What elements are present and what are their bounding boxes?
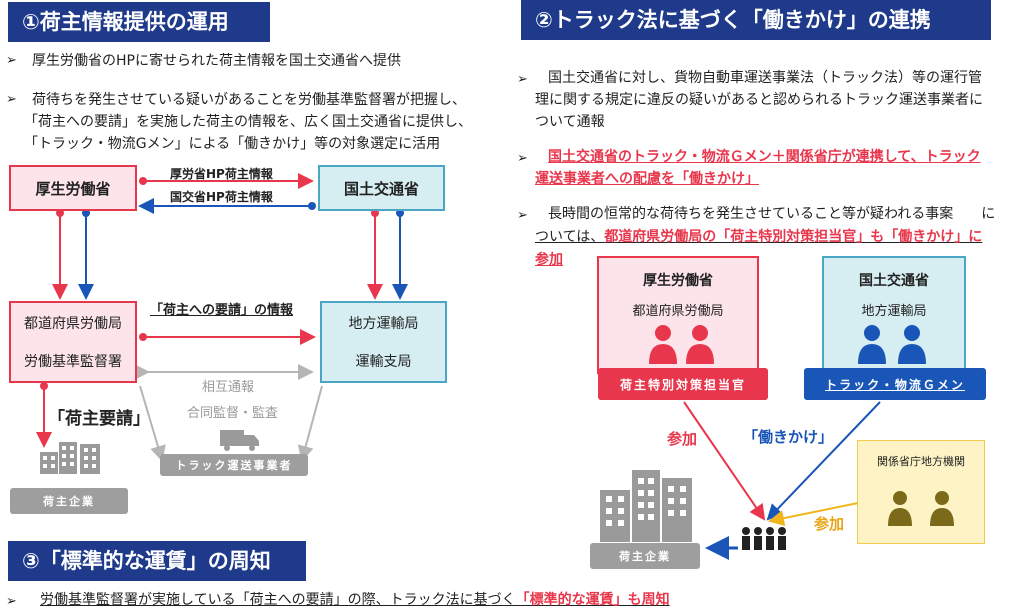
section1-bullet1: 厚生労働省のHPに寄せられた荷主情報を国土交通省へ提供 <box>32 53 401 69</box>
section1-bullet2-line2: 「荷主への要請」を実施した荷主の情報を、広く国土交通省に提供し、 <box>24 114 472 130</box>
tag-trucking-operator: トラック運送事業者 <box>160 454 308 476</box>
bullet-marker: ➢ <box>6 594 17 609</box>
tag-shipper-officer: 荷主特別対策担当官 <box>598 368 768 400</box>
box-mhlw-2: 厚生労働省 都道府県労働局 <box>597 256 759 374</box>
label-mlit-hp-info: 国交省HP荷主情報 <box>170 190 273 204</box>
label-mlit-2: 国土交通省 <box>859 273 929 289</box>
section2-bullet3-line2: ついては、都道府県労働局の「荷主特別対策担当官」も「働きかけ」に <box>535 226 982 248</box>
box-regional-transport: 地方運輸局 運輸支局 <box>320 301 447 383</box>
bullet-marker: ➢ <box>517 151 528 166</box>
label-pref-labor-2: 都道府県労働局 <box>632 304 724 319</box>
section2-bullet2-line1: 国土交通省のトラック・物流Ｇメン＋関係省庁が連携して、トラック <box>548 149 981 165</box>
box-related-agencies: 関係省庁地方機関 <box>857 440 985 544</box>
section1-bullet2-line1: 荷待ちを発生させている疑いがあることを労働基準監督署が把握し、 <box>32 92 466 108</box>
box-prefectural-labor: 都道府県労働局 労働基準監督署 <box>9 301 137 383</box>
label-related-agencies: 関係省庁地方機関 <box>877 455 965 468</box>
section2-bullet1-line2: 理に関する規定に違反の疑いがあると認められるトラック運送事業者に <box>535 92 983 108</box>
tag-g-men: トラック・物流Ｇメン <box>804 368 986 400</box>
bullet-marker: ➢ <box>6 92 17 107</box>
box-mhlw: 厚生労働省 <box>9 165 137 211</box>
section2-header: ②トラック法に基づく「働きかけ」の連携 <box>521 0 991 40</box>
section2-bullet3-line1: 長時間の恒常的な荷待ちを発生させていること等が疑われる事案 に <box>548 206 996 222</box>
label-regional-transport-2: 地方運輸局 <box>861 304 927 319</box>
label-pref-labor-bureau: 都道府県労働局 <box>24 316 122 332</box>
label-mutual-report: 相互通報 <box>202 380 255 395</box>
section2-bullet3-red: 都道府県労働局の「荷主特別対策担当官」も「働きかけ」に <box>604 229 983 245</box>
tag-shipper-company: 荷主企業 <box>10 488 128 514</box>
section2-bullet1-line1: 国土交通省に対し、貨物自動車運送事業法（トラック法）等の運行管 <box>548 70 982 86</box>
label-mhlw-hp-info: 厚労省HP荷主情報 <box>170 167 273 181</box>
label-labor-standards-office: 労働基準監督署 <box>24 354 122 370</box>
section3-bullet-red: 「標準的な運賃」も周知 <box>515 592 670 608</box>
section3-bullet: 労働基準監督署が実施している「荷主への要請」の際、トラック法に基づく「標準的な運… <box>40 589 670 611</box>
label-regional-transport-bureau: 地方運輸局 <box>348 316 419 332</box>
label-hatarakikake: 「働きかけ」 <box>743 428 834 446</box>
bullet-marker: ➢ <box>517 72 528 87</box>
box-mlit-2: 国土交通省 地方運輸局 <box>822 256 966 374</box>
bullet-marker: ➢ <box>6 53 17 68</box>
section2-bullet3-plain: ついては、 <box>535 229 605 245</box>
box-mlit: 国土交通省 <box>318 165 445 211</box>
label-request-info: 「荷主への要請」の情報 <box>150 303 294 318</box>
red-person-icon <box>649 325 714 364</box>
section2-bullet2-line2: 運送事業者への配慮を「働きかけ」 <box>535 171 759 187</box>
bullet-marker: ➢ <box>517 208 528 223</box>
label-mhlw-2: 厚生労働省 <box>643 273 713 289</box>
section2-bullet1-line3: ついて通報 <box>535 114 605 130</box>
section2-bullet3-line3: 参加 <box>535 252 563 268</box>
section3-header: ③「標準的な運賃」の周知 <box>8 541 306 581</box>
section1-bullet2-line3: 「トラック・物流Gメン」による「働きかけ」等の対象選定に活用 <box>24 136 441 152</box>
blue-person-icon <box>858 325 926 364</box>
label-shipper-request: 「荷主要請」 <box>48 409 150 429</box>
tag-shipper-company-2: 荷主企業 <box>590 543 700 569</box>
label-joint-inspection: 合同監督・監査 <box>187 406 279 421</box>
label-participate-left: 参加 <box>667 430 698 448</box>
section1-header: ①荷主情報提供の運用 <box>8 2 270 42</box>
label-participate-right: 参加 <box>814 515 845 533</box>
label-transport-branch: 運輸支局 <box>355 354 412 370</box>
section3-bullet-plain: 労働基準監督署が実施している「荷主への要請」の際、トラック法に基づく <box>40 592 516 608</box>
